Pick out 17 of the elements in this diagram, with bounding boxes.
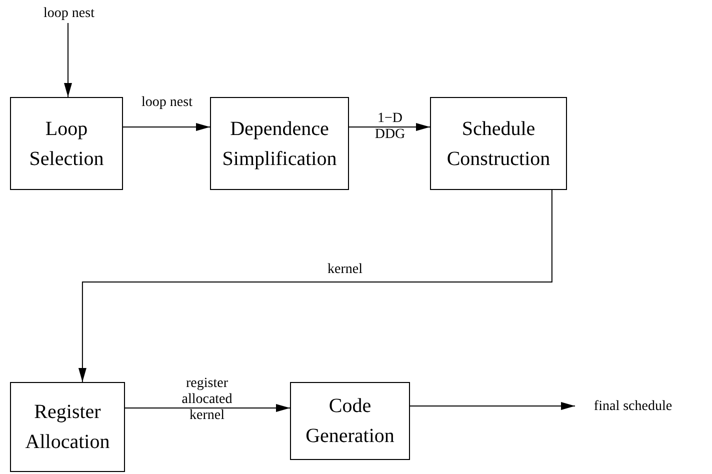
flow-text: final schedule bbox=[577, 396, 689, 416]
process-box: Loop Selection bbox=[10, 97, 123, 190]
arrow bbox=[78, 190, 552, 382]
flow-text: loop nest bbox=[30, 3, 108, 23]
arrow bbox=[124, 404, 290, 412]
edge-label: kernel bbox=[326, 262, 364, 278]
edge-label: 1−D DDG bbox=[374, 111, 406, 143]
process-box: Code Generation bbox=[290, 382, 410, 460]
arrow bbox=[348, 123, 430, 131]
process-box: Register Allocation bbox=[10, 382, 125, 472]
edge-label: loop nest bbox=[140, 95, 194, 111]
arrow bbox=[122, 123, 210, 131]
process-box: Schedule Construction bbox=[430, 97, 567, 190]
arrow bbox=[64, 22, 72, 98]
edge-label: register allocated kernel bbox=[180, 376, 234, 424]
arrow bbox=[410, 402, 576, 410]
process-box: Dependence Simplification bbox=[210, 97, 349, 190]
